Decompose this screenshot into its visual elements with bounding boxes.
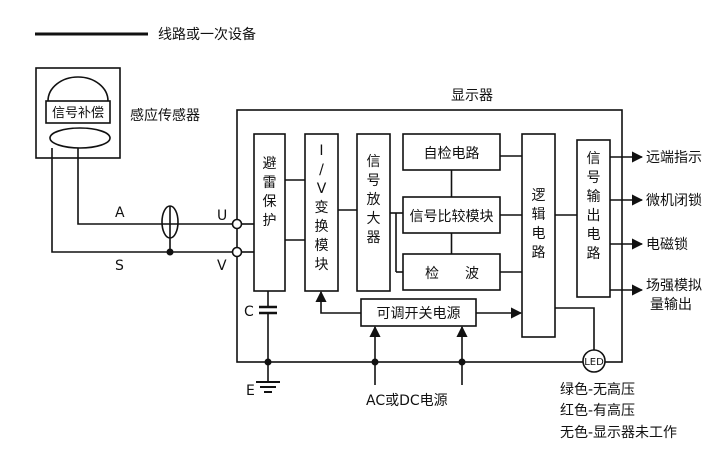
wire-s <box>51 148 232 253</box>
block-char: 变 <box>315 200 329 216</box>
block-char: 输 <box>587 189 601 205</box>
amplifier-block <box>356 133 391 292</box>
signal-compensation-box <box>45 100 111 124</box>
signal-compare-block <box>402 196 501 234</box>
led-state-red: 红色-有高压 <box>560 402 635 419</box>
block-char: 换 <box>315 218 329 235</box>
wire-a <box>77 148 232 225</box>
block-char: 信 <box>367 154 381 170</box>
detection-block <box>402 253 501 291</box>
block-char: 避 <box>263 156 277 172</box>
self-check-label: 自检电路 <box>424 146 480 162</box>
output-electromagnetic-lock: 电磁锁 <box>646 237 688 253</box>
block-char: V <box>317 181 327 197</box>
line-a-label: A <box>115 205 125 221</box>
line-s-label: S <box>115 258 124 274</box>
wire-power-to-iv <box>315 290 361 314</box>
block-char: 路 <box>587 246 601 262</box>
junction-dot <box>166 248 174 256</box>
detection-label-2: 波 <box>465 266 479 282</box>
led-state-green: 绿色-无高压 <box>560 381 635 398</box>
output-computer-lock: 微机闭锁 <box>646 193 702 209</box>
amplifier-label: 信号放大器 <box>367 154 381 246</box>
signal-compare-label: 信号比较模块 <box>410 209 494 225</box>
iv-conversion-block <box>304 133 339 292</box>
terminal-v-label: V <box>217 258 227 274</box>
logic-circuit-label: 逻辑电路 <box>532 188 546 261</box>
display-title: 显示器 <box>451 88 493 104</box>
signal-output-block <box>576 139 611 298</box>
block-char: 路 <box>532 245 546 261</box>
led-label: LED <box>584 357 604 368</box>
signal-output-label: 信号输出电路 <box>587 151 601 262</box>
led-indicator <box>582 349 606 373</box>
block-char: 模 <box>315 238 329 254</box>
block-char: 出 <box>587 208 601 224</box>
led-state-none: 无色-显示器未工作 <box>560 424 677 441</box>
block-char: 逻 <box>532 188 546 204</box>
block-char: 号 <box>587 170 601 186</box>
terminals: U V <box>217 208 254 274</box>
earth-label: E <box>246 383 255 399</box>
block-char: 器 <box>367 230 381 246</box>
block-char: 块 <box>315 257 329 273</box>
lightning-protection-block <box>253 133 286 292</box>
block-char: 保 <box>263 194 277 210</box>
logic-circuit-block <box>521 133 556 338</box>
block-char: 护 <box>263 213 277 229</box>
block-char: 大 <box>367 211 381 227</box>
power-junction-1 <box>371 358 379 366</box>
sensor-coil <box>49 127 111 149</box>
capacitor-ground: C E <box>244 291 280 399</box>
block-char: 电 <box>532 226 546 242</box>
block-char: 电 <box>587 227 601 243</box>
display-enclosure <box>236 109 623 363</box>
wire-logic-led <box>555 307 595 350</box>
block-char: I <box>319 143 323 159</box>
block-char: 号 <box>367 173 381 189</box>
power-junction-2 <box>458 358 466 366</box>
legend-label: 线路或一次设备 <box>158 26 256 43</box>
self-check-block <box>402 133 501 171</box>
signal-compensation-label: 信号补偿 <box>52 106 104 121</box>
block-char: 辑 <box>532 207 546 223</box>
terminal-v <box>231 246 243 258</box>
block-char: 雷 <box>263 175 277 191</box>
block-char: / <box>319 162 324 178</box>
terminal-u-label: U <box>217 208 227 224</box>
output-field-strength-line-1: 场强模拟 <box>646 278 702 294</box>
block-char: 信 <box>587 151 601 167</box>
sensor-dome <box>47 76 109 102</box>
output-field-strength-line-2: 量输出 <box>650 297 692 313</box>
sensor: 信号补偿 感应传感器 <box>35 67 200 159</box>
block-char: 放 <box>367 192 381 208</box>
sensor-label: 感应传感器 <box>130 107 200 124</box>
output-remote-indication: 远端指示 <box>646 150 702 166</box>
lightning-protection-label: 避雷保护 <box>263 156 277 229</box>
legend: 线路或一次设备 <box>35 26 256 43</box>
terminal-u <box>231 218 243 230</box>
power-source-label: AC或DC电源 <box>366 393 448 409</box>
power-supply-label: 可调开关电源 <box>377 306 461 322</box>
detection-label-1: 检 <box>425 266 439 282</box>
line-wiring: A S <box>51 148 232 274</box>
capacitor-label: C <box>244 304 254 320</box>
